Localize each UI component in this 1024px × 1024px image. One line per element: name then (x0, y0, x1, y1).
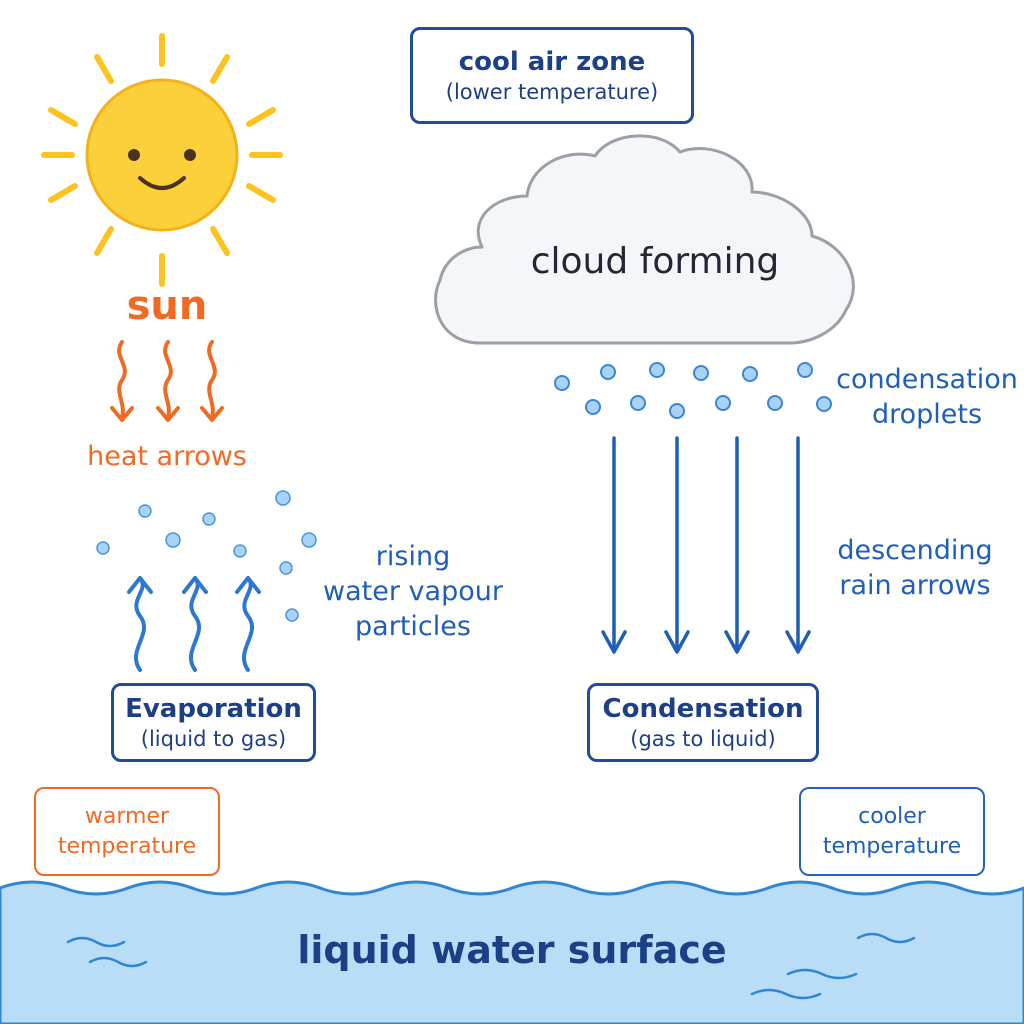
rising-vapour-line1: rising (375, 541, 451, 572)
cool-air-zone-title: cool air zone (458, 46, 646, 77)
descending-rain-label: descending rain arrows (825, 533, 1005, 603)
condensation-droplets-line1: condensation (836, 364, 1018, 395)
evaporation-box: Evaporation (liquid to gas) (111, 683, 316, 762)
vapour-particles (96, 490, 317, 622)
cool-air-zone-box: cool air zone (lower temperature) (410, 27, 694, 124)
condensation-droplets-label: condensation droplets (832, 362, 1022, 432)
condensation-subtitle: (gas to liquid) (630, 726, 776, 751)
rising-vapour-line2: water vapour (323, 576, 503, 607)
evaporation-subtitle: (liquid to gas) (140, 726, 287, 751)
cooler-temperature-line2: temperature (822, 833, 962, 859)
cooler-temperature-box: cooler temperature (799, 787, 985, 876)
water-surface-label: liquid water surface (297, 928, 727, 972)
cloud-icon (434, 134, 855, 345)
descending-rain-line1: descending (837, 535, 993, 566)
cloud-label: cloud forming (530, 241, 780, 282)
sun-icon (41, 33, 283, 287)
heat-arrows-label: heat arrows (87, 441, 247, 472)
warmer-temperature-line2: temperature (57, 833, 197, 859)
condensation-box: Condensation (gas to liquid) (587, 683, 819, 762)
water-surface (0, 880, 1024, 1024)
condensation-droplets (554, 362, 832, 419)
descending-rain-line2: rain arrows (839, 570, 991, 601)
rising-vapour-label: rising water vapour particles (308, 539, 518, 644)
evaporation-title: Evaporation (125, 693, 302, 724)
rain-arrows-icon (601, 436, 811, 654)
cool-air-zone-subtitle: (lower temperature) (445, 79, 659, 104)
rising-vapour-arrows-icon (127, 576, 261, 672)
rising-vapour-line3: particles (355, 611, 471, 642)
condensation-droplets-line2: droplets (871, 399, 983, 430)
warmer-temperature-line1: warmer (84, 803, 170, 829)
warmer-temperature-box: warmer temperature (34, 787, 220, 876)
condensation-title: Condensation (602, 693, 804, 724)
cooler-temperature-line1: cooler (858, 803, 926, 829)
sun-label: sun (126, 283, 208, 329)
heat-arrows-icon (110, 340, 224, 422)
